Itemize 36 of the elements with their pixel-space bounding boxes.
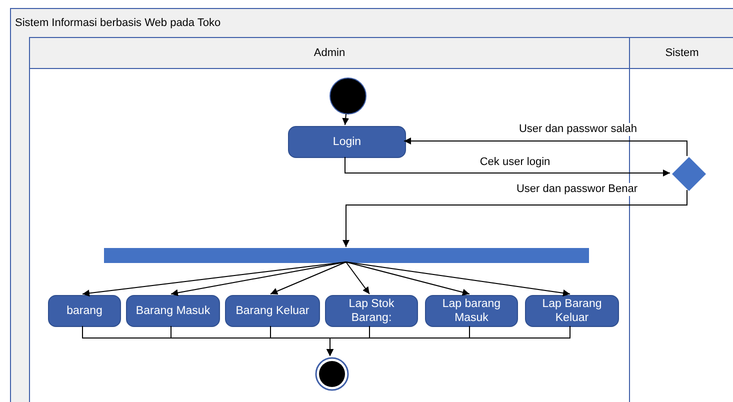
arrow	[344, 156, 670, 176]
arrow	[326, 326, 570, 356]
edge-label: User dan passwor Benar	[514, 183, 640, 196]
activity-label: Lap barang Masuk	[441, 297, 502, 325]
activity-label: Lap Stok Barang:	[348, 297, 396, 325]
activity-label: Barang Masuk	[134, 304, 212, 318]
activity-box	[48, 295, 121, 327]
edge-label: User dan passwor salah	[517, 123, 639, 136]
activity-box	[288, 126, 406, 158]
end-node	[315, 357, 349, 391]
arrow	[342, 190, 688, 248]
arrow	[342, 114, 350, 126]
fork-bar	[104, 248, 589, 263]
arrow	[82, 262, 346, 297]
lane-title: Sistem	[665, 47, 699, 60]
arrow	[346, 262, 370, 294]
arrow	[170, 262, 346, 296]
arrow	[404, 138, 688, 156]
activity-box	[525, 295, 619, 327]
activity-label: barang	[66, 304, 104, 318]
activity-label: Barang Keluar	[234, 304, 310, 318]
activity-box	[126, 295, 220, 327]
pool-title: Sistem Informasi berbasis Web pada Toko	[14, 16, 221, 31]
activity-box	[325, 295, 418, 327]
activity-box	[425, 295, 518, 327]
activity-label: Login	[332, 135, 362, 149]
activity-box	[225, 295, 320, 327]
activity-label: Lap Barang Keluar	[541, 297, 603, 325]
lane-title: Admin	[314, 47, 346, 60]
start-node	[329, 77, 367, 115]
swimlane-pool	[10, 8, 733, 402]
edge-label: Cek user login	[478, 156, 552, 169]
arrow	[346, 262, 470, 296]
arrow	[346, 262, 570, 296]
decision-diamond	[672, 157, 706, 191]
arrow	[270, 262, 346, 294]
